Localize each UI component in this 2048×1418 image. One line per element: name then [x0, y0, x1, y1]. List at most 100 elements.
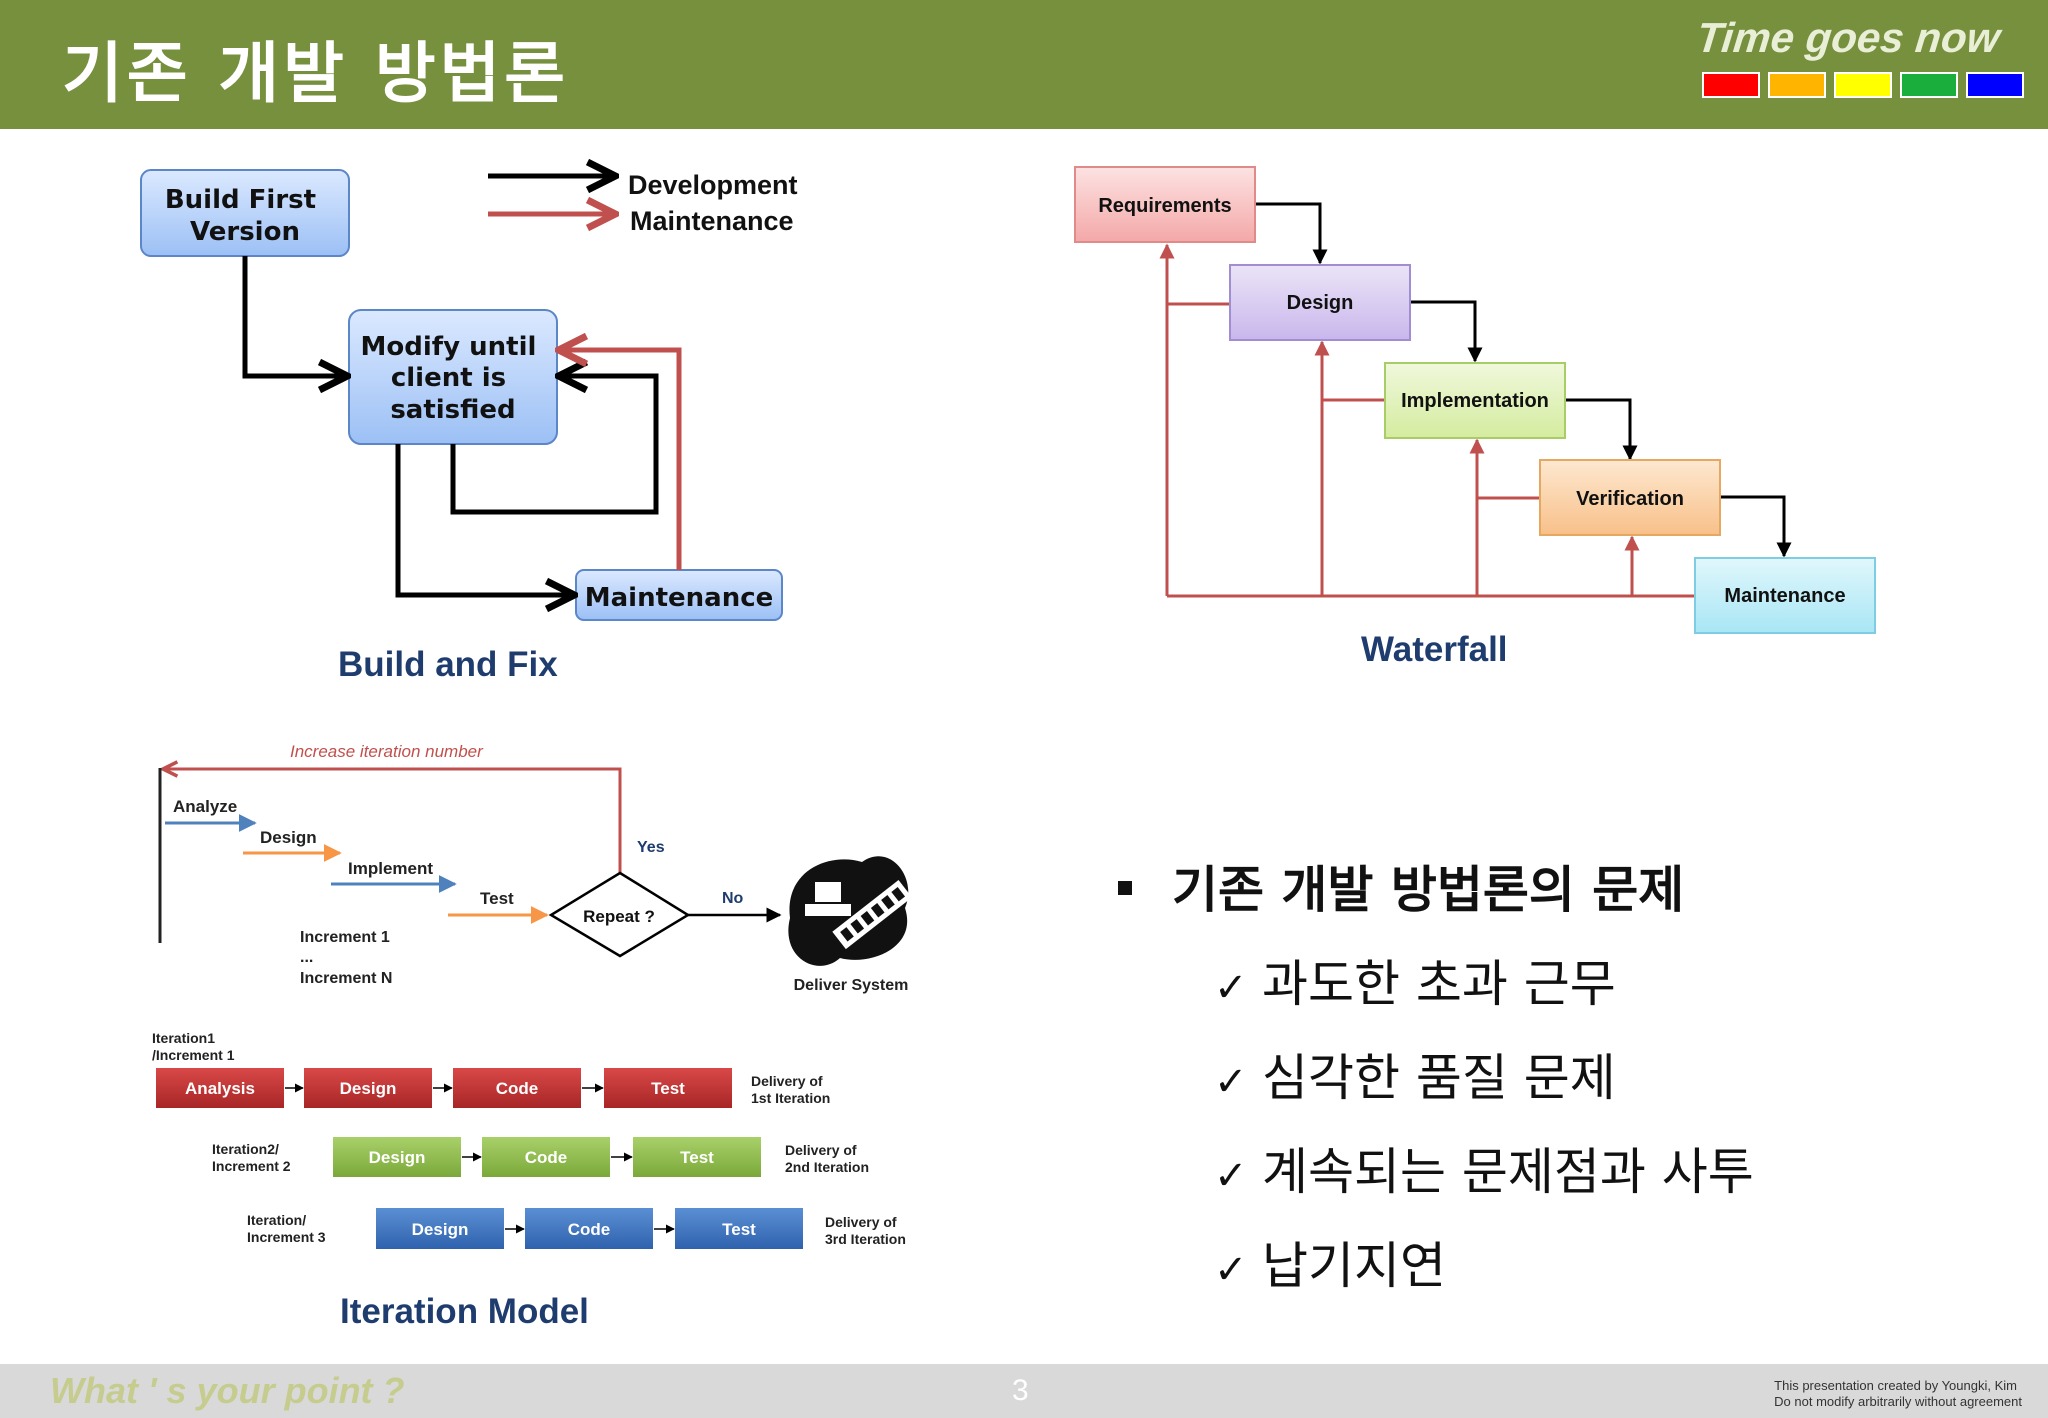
problems-list: 기존 개발 방법론의 문제 ✓ 과도한 초과 근무 ✓ 심각한 품질 문제 ✓ 계속되… [1118, 850, 1754, 1298]
caption-build-fix: Build and Fix [338, 645, 558, 684]
wf-label-design: Design [1287, 292, 1354, 314]
problem-text: 계속되는 문제점과 사투 [1262, 1143, 1754, 1201]
row2-label-line1: Iteration2/ [212, 1141, 279, 1157]
iter-step-test: Test [480, 889, 514, 908]
row1-box-1 [156, 1068, 284, 1108]
row1-step-2: Design [340, 1079, 397, 1098]
caption-waterfall: Waterfall [1361, 630, 1508, 669]
legend-maint-label: Maintenance [630, 206, 794, 236]
modify-line2: client is [391, 363, 506, 393]
checkmark-icon: ✓ [1214, 1059, 1248, 1105]
wf-label-maintenance: Maintenance [1724, 585, 1845, 607]
svg-text:Modify until client is: Modify until client is satisfied [361, 332, 546, 425]
svg-text:Iteration1 /Increment 1: Iteration1 /Increment 1 [152, 1030, 235, 1063]
wf-arrow-verif-maint [1720, 495, 1792, 558]
build-first-line2: Version [190, 217, 300, 247]
problem-item: ✓ 과도한 초과 근무 [1214, 944, 1754, 1016]
swatch-orange [1768, 72, 1826, 98]
build-fix-diagram: Development Maintenance Build First Vers… [140, 129, 798, 621]
iter-step-analyze: Analyze [173, 797, 237, 816]
problem-item: ✓납기지연 [1214, 1226, 1754, 1298]
footer-credit-line1: This presentation created by Youngki, Ki… [1774, 1378, 2017, 1393]
row1-box-4 [604, 1068, 732, 1108]
wf-arrow-design-impl [1410, 300, 1483, 363]
caption-iteration: Iteration Model [340, 1292, 589, 1331]
row2-step-3: Test [680, 1148, 714, 1167]
arrow-modify-loop [450, 376, 659, 515]
row3-label-line1: Iteration/ [247, 1212, 306, 1228]
row2-delivery-line1: Delivery of [785, 1142, 857, 1158]
modify-line3: satisfied [390, 395, 515, 425]
problem-text: 과도한 초과 근무 [1262, 955, 1616, 1013]
problem-text: 납기지연 [1262, 1237, 1446, 1295]
row3-box-1 [376, 1208, 504, 1249]
svg-text:Iteration2/ Increment 2: Iteration2/ Increment 2 [212, 1141, 291, 1174]
row1-label-line1: Iteration1 [152, 1030, 215, 1046]
problem-item: ✓ 계속되는 문제점과 사투 [1214, 1132, 1754, 1204]
row1-step-4: Test [651, 1079, 685, 1098]
wf-box-verification [1539, 459, 1721, 536]
swatch-blue [1966, 72, 2024, 98]
row1-box-3 [453, 1068, 581, 1108]
iter-increment-1: Increment 1 [300, 929, 390, 946]
wf-label-implementation: Implementation [1401, 390, 1549, 412]
iter-loop-arrow [163, 769, 622, 873]
build-first-line1: Build First [165, 185, 316, 215]
slide-footer: What ' s your point ? 3 This presentatio… [0, 1364, 2048, 1418]
legend-dev-label: Development [628, 170, 798, 200]
row3-delivery-line2: 3rd Iteration [825, 1231, 906, 1247]
row2-label-line2: Increment 2 [212, 1158, 291, 1174]
swatch-yellow [1834, 72, 1892, 98]
arrow-maint-back [562, 350, 682, 570]
wf-box-maintenance [1694, 557, 1876, 634]
svg-text:Delivery of 1st Iteration: Delivery of 1st Iteration [751, 1073, 830, 1106]
row3-step-3: Test [722, 1220, 756, 1239]
checkmark-icon: ✓ [1214, 1153, 1248, 1199]
swatch-green [1900, 72, 1958, 98]
wf-box-implementation [1384, 362, 1566, 439]
wf-box-design [1229, 264, 1411, 341]
row2-step-2: Code [525, 1148, 568, 1167]
problems-heading: 기존 개발 방법론의 문제 [1118, 850, 1754, 922]
row2-step-1: Design [369, 1148, 426, 1167]
problems-heading-text: 기존 개발 방법론의 문제 [1172, 861, 1685, 919]
svg-text:Iteration/ Increment 3: Iteration/ Increment 3 [247, 1212, 326, 1245]
row2-box-2 [482, 1137, 610, 1177]
color-swatches [1702, 72, 2032, 98]
square-bullet-icon [1118, 880, 1132, 895]
iter-increment-ellipsis: ... [300, 949, 313, 966]
row2-delivery-line2: 2nd Iteration [785, 1159, 869, 1175]
tagline: Time goes now [1694, 14, 2003, 61]
waterfall-diagram: Requirements Design Implementation Verif… [1074, 166, 1876, 634]
iter-yes-label: Yes [637, 839, 665, 856]
row1-label-line2: /Increment 1 [152, 1047, 235, 1063]
wf-box-requirements [1074, 166, 1256, 243]
row3-step-1: Design [412, 1220, 469, 1239]
iter-deliver-label: Deliver System [794, 977, 909, 994]
svg-text:Build First Version: Build First Version [165, 185, 325, 247]
checkmark-icon: ✓ [1214, 965, 1248, 1011]
row2-box-1 [333, 1137, 461, 1177]
iter-step-design: Design [260, 828, 317, 847]
svg-text:Delivery of 2nd Iteration: Delivery of 2nd Iteration [785, 1142, 869, 1175]
slide-header: 기존 개발 방법론 Time goes now [0, 0, 2048, 129]
arrow-first-to-modify [242, 256, 344, 376]
row1-step-3: Code [496, 1079, 539, 1098]
row1-delivery-line2: 1st Iteration [751, 1090, 830, 1106]
row1-box-2 [304, 1068, 432, 1108]
iteration-diagram: Increase iteration number Analyze Design… [152, 742, 913, 1249]
slide-title: 기존 개발 방법론 [62, 35, 569, 112]
modify-line1: Modify until [361, 332, 537, 362]
problem-text: 심각한 품질 문제 [1262, 1049, 1616, 1107]
wf-arrow-req-design [1255, 202, 1328, 265]
row1-step-1: Analysis [185, 1079, 255, 1098]
wf-label-requirements: Requirements [1098, 195, 1231, 217]
wf-label-verification: Verification [1576, 488, 1684, 510]
page-number: 3 [1012, 1374, 1029, 1407]
row3-delivery-line1: Delivery of [825, 1214, 897, 1230]
footer-credit-line2: Do not modify arbitrarily without agreem… [1774, 1394, 2022, 1409]
svg-text:Delivery of 3rd Iteration: Delivery of 3rd Iteration [825, 1214, 906, 1247]
arrow-modify-to-maint [395, 444, 571, 595]
footer-credit: This presentation created by Youngki, Ki… [1774, 1378, 2022, 1410]
problem-item: ✓ 심각한 품질 문제 [1214, 1038, 1754, 1110]
